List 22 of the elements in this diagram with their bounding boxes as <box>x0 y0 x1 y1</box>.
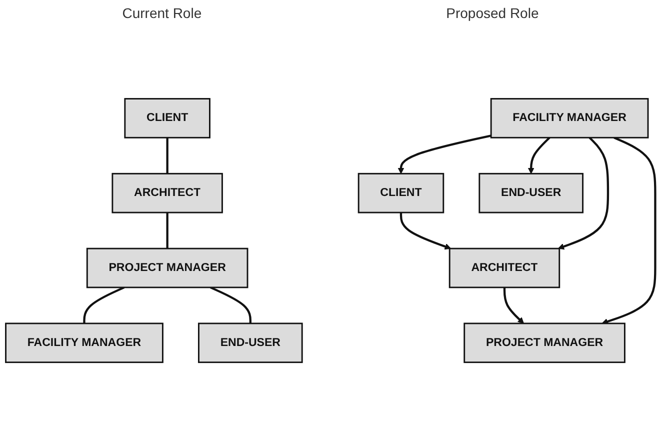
connector <box>83 286 125 324</box>
node-box: ARCHITECT <box>448 248 560 289</box>
node-box: FACILITY MANAGER <box>490 98 649 139</box>
node-box: END-USER <box>198 323 303 364</box>
node-box: END-USER <box>478 173 584 214</box>
arrow <box>398 135 492 174</box>
arrow <box>602 137 656 326</box>
node-box: ARCHITECT <box>112 173 223 214</box>
node-box: FACILITY MANAGER <box>5 323 164 364</box>
diagram-label: Current Role <box>122 5 202 21</box>
node-box: PROJECT MANAGER <box>86 248 248 289</box>
node-box: PROJECT MANAGER <box>464 323 626 364</box>
diagram-label: Proposed Role <box>446 5 539 21</box>
node-box: CLIENT <box>358 173 444 214</box>
connector <box>166 213 168 249</box>
arrow <box>558 137 610 250</box>
arrow <box>400 213 452 250</box>
arrow <box>528 137 550 174</box>
arrow <box>503 288 524 324</box>
connector <box>166 138 168 174</box>
connector <box>210 286 252 324</box>
node-box: CLIENT <box>124 98 210 139</box>
